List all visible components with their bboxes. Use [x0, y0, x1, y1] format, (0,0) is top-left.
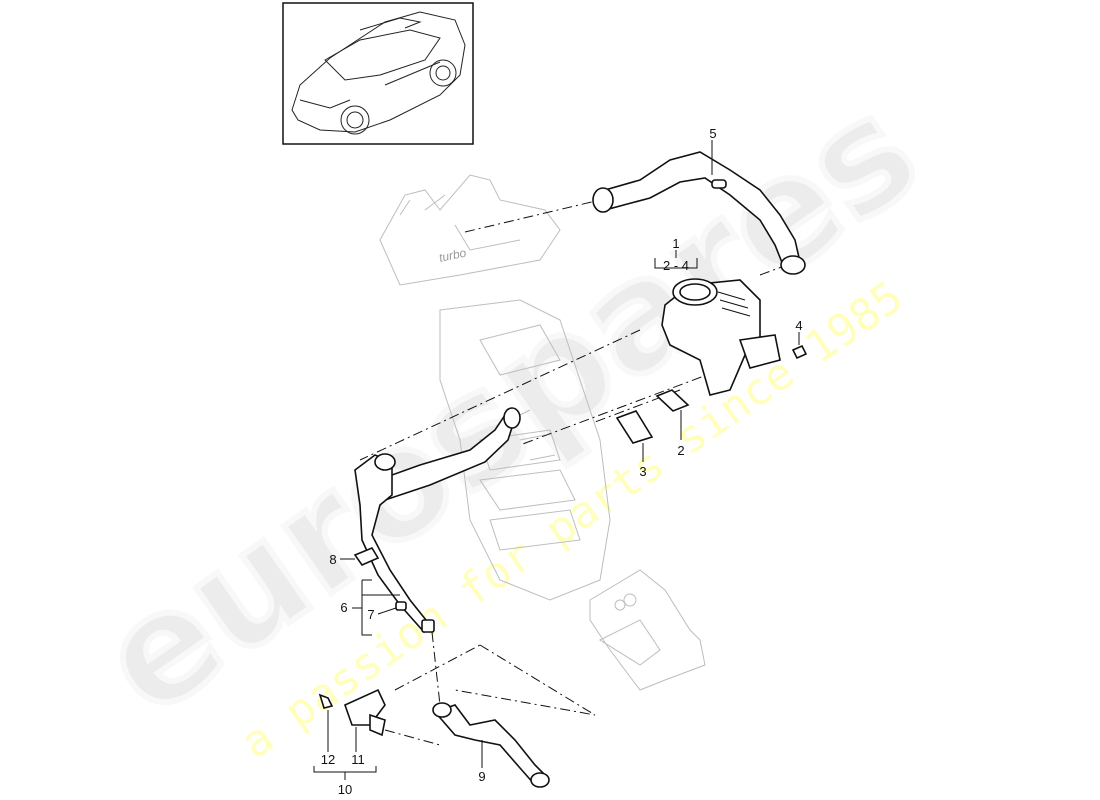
callout-3: 3	[639, 464, 646, 479]
part-8-connector	[340, 546, 380, 566]
callout-1-range: 2 - 4	[663, 258, 689, 273]
part-2-gasket	[655, 389, 690, 440]
suv-car-icon	[291, 11, 466, 135]
vehicle-thumbnail	[282, 2, 474, 145]
callout-1: 1	[672, 236, 679, 251]
callout-4: 4	[795, 318, 802, 333]
watermark-logo-text: eurospares	[71, 63, 948, 750]
callout-5: 5	[709, 126, 716, 141]
svg-text:turbo: turbo	[438, 245, 468, 264]
callout-2: 2	[677, 443, 684, 458]
callout-10: 10	[338, 782, 352, 797]
part-4-bolt	[791, 332, 808, 360]
bracket-10	[313, 766, 377, 780]
callout-11: 11	[351, 752, 365, 767]
assembly-lines	[359, 199, 796, 746]
callout-12: 12	[321, 752, 335, 767]
callout-7: 7	[367, 607, 374, 622]
part-6-breather-line	[352, 407, 521, 636]
callout-9: 9	[478, 769, 485, 784]
part-5-upper-hose	[592, 140, 806, 275]
part-3-gasket	[615, 410, 654, 462]
callout-6: 6	[340, 600, 347, 615]
part-12-clip	[318, 693, 334, 752]
watermark-logo: eurospares	[68, 60, 951, 753]
part-9-lower-hose	[432, 702, 550, 788]
part-11-bracket	[344, 688, 386, 752]
callout-8: 8	[329, 552, 336, 567]
callout-labels: 1 2 - 4 2 3 4 5 6 7 8 9 10 11 12	[321, 126, 803, 797]
part-1-oil-separator	[654, 250, 781, 396]
part-7-fitting	[377, 601, 407, 615]
